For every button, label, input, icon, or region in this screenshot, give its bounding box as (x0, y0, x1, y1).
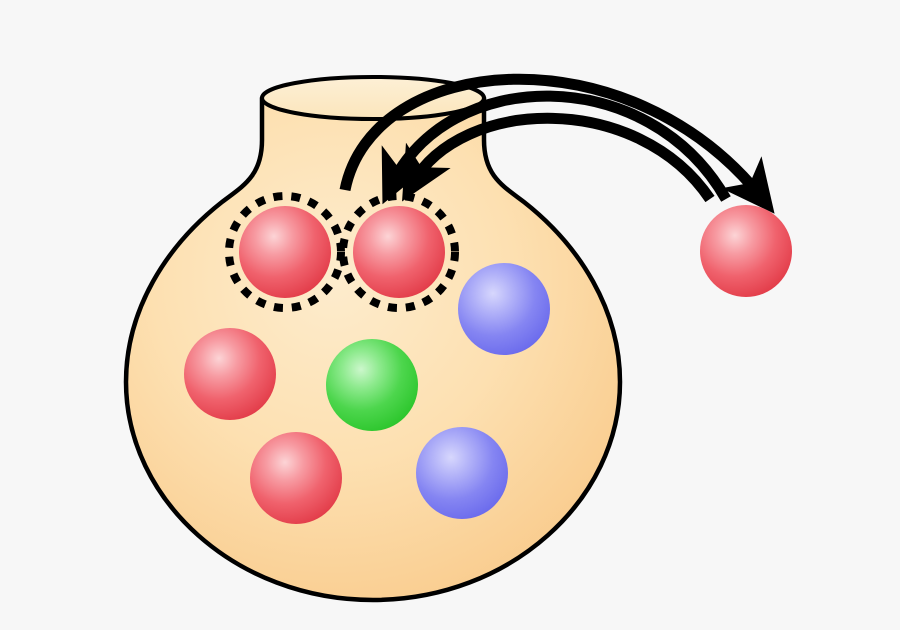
ball-green-center[interactable] (326, 339, 418, 431)
ball-red-middle-left[interactable] (184, 328, 276, 420)
ball-blue-bottom-right[interactable] (416, 427, 508, 519)
sampling-arrows (339, 73, 775, 214)
ball-blue-upper-right[interactable] (458, 263, 550, 355)
arrow-return-inner[interactable] (402, 112, 715, 203)
selection-ring-right[interactable] (339, 192, 459, 312)
ball-red-top-left[interactable] (239, 206, 331, 298)
ball-red-top-right[interactable] (353, 206, 445, 298)
urn-mouth-opening (260, 75, 486, 121)
ball-red-drawn-outside[interactable] (700, 205, 792, 297)
arrow-draw-out[interactable] (339, 73, 775, 214)
ball-red-bottom-left[interactable] (250, 432, 342, 524)
balls-inside-urn (184, 206, 550, 524)
selection-rings (225, 192, 459, 312)
selection-ring-left[interactable] (225, 192, 345, 312)
